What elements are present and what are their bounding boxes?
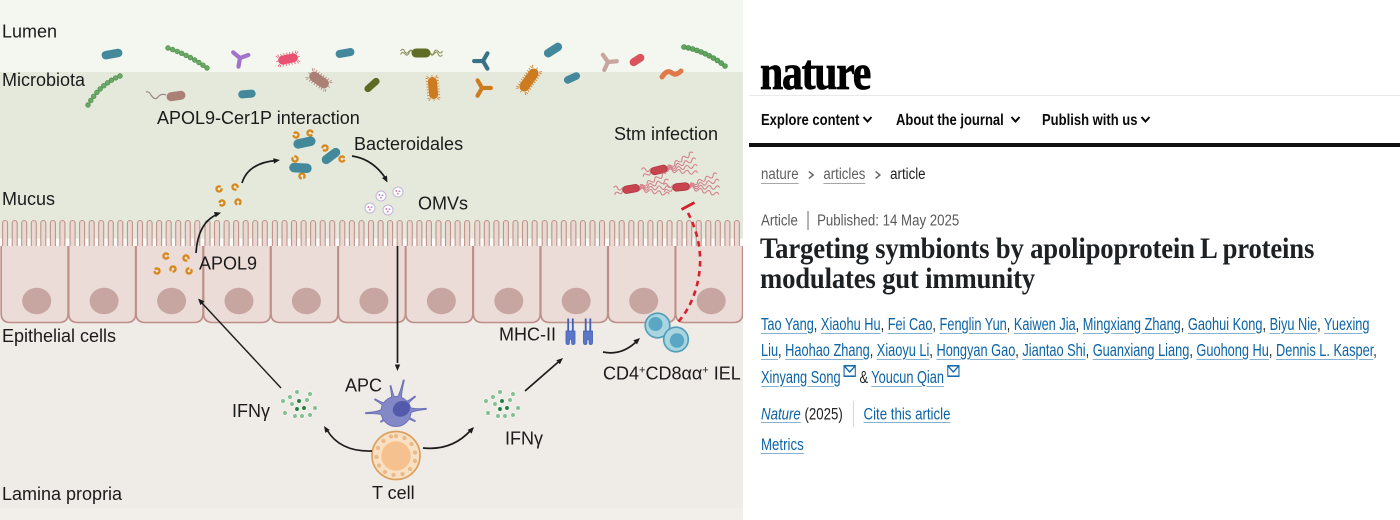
svg-text:Epithelial cells: Epithelial cells [2,326,116,346]
svg-text:IFNγ: IFNγ [505,429,543,449]
svg-text:APOL9-Cer1P interaction: APOL9-Cer1P interaction [157,108,360,128]
svg-text:Mucus: Mucus [2,189,55,209]
svg-text:IFNγ: IFNγ [232,401,270,421]
svg-text:OMVs: OMVs [418,194,468,214]
svg-text:T cell: T cell [372,483,415,503]
svg-text:Lumen: Lumen [2,22,57,42]
svg-text:Stm infection: Stm infection [614,124,718,144]
svg-text:Lamina propria: Lamina propria [2,484,123,504]
svg-text:APC: APC [345,376,382,396]
svg-text:Microbiota: Microbiota [2,70,86,90]
svg-text:APOL9: APOL9 [199,254,257,274]
svg-text:CD4+CD8αα+ IEL: CD4+CD8αα+ IEL [603,364,741,384]
svg-text:Bacteroidales: Bacteroidales [354,134,463,154]
svg-text:MHC-II: MHC-II [499,325,556,345]
